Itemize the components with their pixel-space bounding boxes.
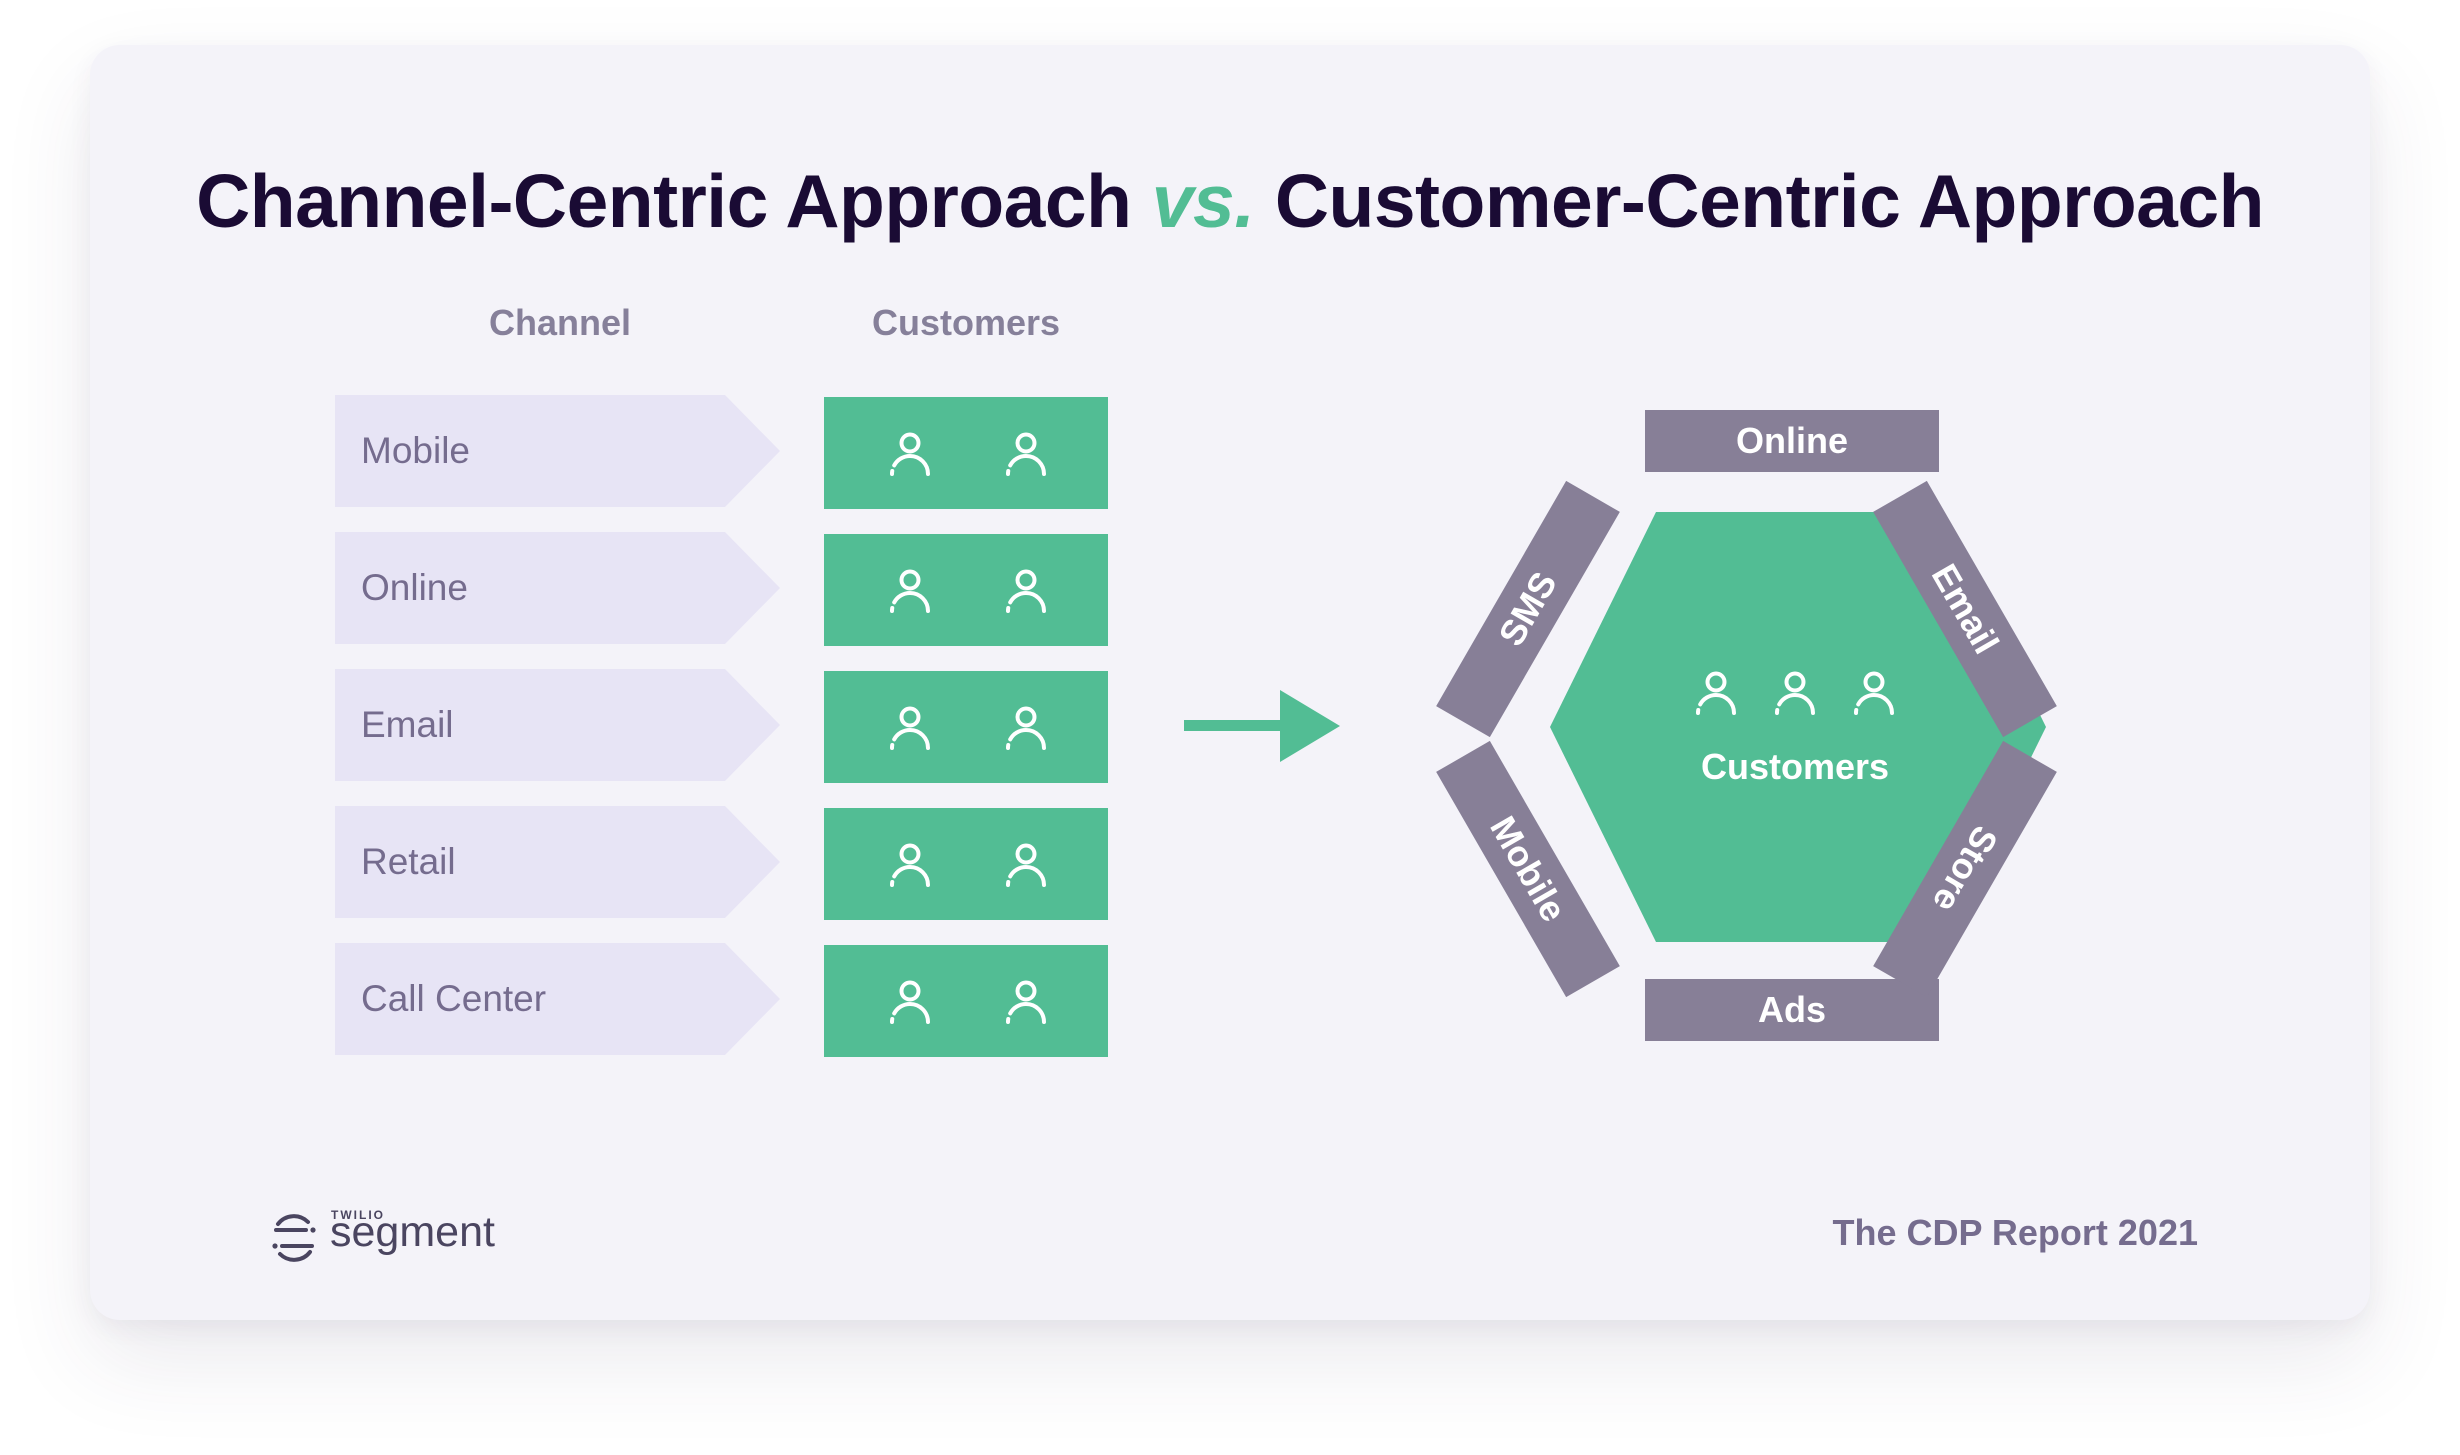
customers-box — [824, 945, 1108, 1057]
channel-label: Email — [361, 704, 454, 745]
title-vs: vs. — [1151, 159, 1255, 243]
customers-box — [824, 534, 1108, 646]
person-icon — [1000, 564, 1052, 616]
person-icon — [884, 701, 936, 753]
channel-row-call-center: Call Center — [335, 943, 780, 1055]
customers-box — [824, 808, 1108, 920]
channel-row-retail: Retail — [335, 806, 780, 918]
person-icon — [1690, 662, 1742, 722]
person-icon — [1000, 701, 1052, 753]
chevron-shape — [335, 532, 780, 644]
customers-box — [824, 397, 1108, 509]
channel-label: Mobile — [361, 430, 470, 471]
channel-row-mobile: Mobile — [335, 395, 780, 507]
channel-label: Retail — [361, 841, 456, 882]
page-title: Channel-Centric Approach vs. Customer-Ce… — [0, 158, 2460, 244]
hex-channel-bottom: Ads — [1645, 979, 1939, 1041]
person-icon — [884, 838, 936, 890]
person-icon — [884, 564, 936, 616]
channel-label: Call Center — [361, 978, 547, 1019]
person-icon — [1000, 427, 1052, 479]
person-icon — [1000, 975, 1052, 1027]
customers-box — [824, 671, 1108, 783]
channel-row-online: Online — [335, 532, 780, 644]
title-part-channel: Channel-Centric Approach — [196, 159, 1132, 243]
customers-column-header: Customers — [871, 302, 1061, 343]
arrow-right-icon — [1184, 690, 1340, 762]
hex-channel-top: Online — [1645, 410, 1939, 472]
channel-column-header: Channel — [488, 302, 631, 343]
chevron-shape — [335, 806, 780, 918]
person-icon — [1000, 838, 1052, 890]
report-credit: The CDP Report 2021 — [1832, 1212, 2198, 1253]
person-icon — [1769, 662, 1821, 722]
person-icon — [884, 427, 936, 479]
channel-row-email: Email — [335, 669, 780, 781]
logo-twilio-text: TWILIO — [331, 1208, 385, 1222]
chevron-shape — [335, 395, 780, 507]
title-part-customer: Customer-Centric Approach — [1274, 159, 2265, 243]
chevron-shape — [335, 943, 780, 1055]
person-icon — [884, 975, 936, 1027]
chevron-shape — [335, 669, 780, 781]
hexagon-label: Customers — [1700, 746, 1890, 787]
person-icon — [1848, 662, 1900, 722]
segment-logo-icon — [272, 1214, 316, 1262]
channel-label: Online — [361, 567, 468, 608]
logo-wordmark: segment — [330, 1208, 495, 1256]
customers-hexagon — [1550, 512, 2046, 942]
